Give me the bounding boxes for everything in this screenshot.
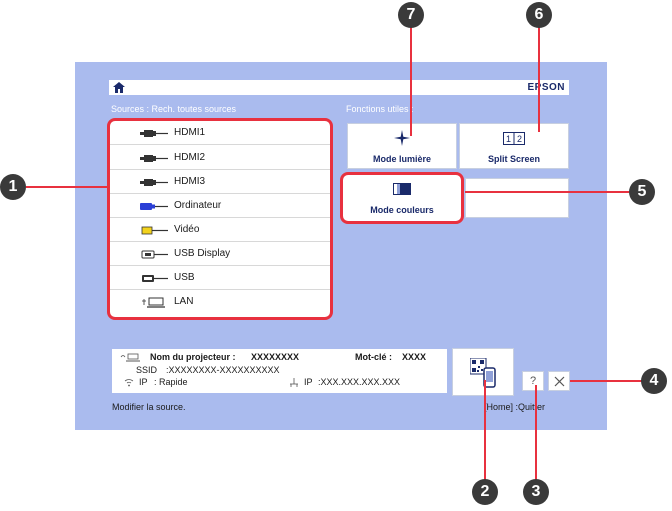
source-label: HDMI3 — [174, 176, 206, 187]
functions-heading: Fonctions utiles : — [346, 104, 414, 114]
hdmi-icon — [140, 155, 168, 162]
callout-5: 5 — [629, 179, 655, 205]
source-item-hdmi3[interactable]: HDMI3 — [110, 170, 330, 194]
callout-leader-1 — [26, 186, 108, 188]
usb-icon — [142, 275, 168, 282]
keyword-label: Mot-clé : — [355, 352, 392, 362]
empty-tile — [465, 178, 569, 218]
status-hint: Modifier la source. — [112, 402, 186, 412]
status-exit-hint: [Home] :Quitter — [484, 402, 546, 412]
help-button[interactable]: ? — [522, 371, 544, 391]
hdmi-icon — [140, 130, 168, 137]
network-info-panel: Nom du projecteur : XXXXXXXX Mot-clé : X… — [112, 349, 447, 393]
wifi-ip-value: : Rapide — [154, 377, 188, 387]
callout-leader-7 — [410, 26, 412, 136]
source-item-hdmi2[interactable]: HDMI2 — [110, 146, 330, 170]
mode-lumiere-label: Mode lumière — [372, 154, 431, 164]
sources-heading: Sources : Rech. toutes sources — [111, 104, 237, 114]
callout-2: 2 — [472, 479, 498, 505]
callout-leader-3 — [535, 385, 537, 483]
callout-leader-5 — [465, 191, 629, 193]
source-item-usb[interactable]: USB — [110, 266, 330, 290]
callout-leader-2 — [484, 380, 486, 481]
callout-7: 7 — [398, 2, 424, 28]
source-item-usb-display[interactable]: USB Display — [110, 242, 330, 266]
ssid-value: :XXXXXXXX-XXXXXXXXXX — [166, 365, 280, 375]
callout-3: 3 — [523, 479, 549, 505]
split-screen-button[interactable]: 1 2 Split Screen — [459, 123, 569, 169]
mode-couleurs-label: Mode couleurs — [370, 205, 434, 215]
lan-icon — [142, 297, 165, 308]
wireless-lan-icon — [120, 353, 140, 362]
source-item-ordinateur[interactable]: Ordinateur — [110, 194, 330, 218]
callout-leader-4 — [570, 380, 642, 382]
source-label: Ordinateur — [174, 200, 222, 211]
projector-name-label: Nom du projecteur : — [150, 352, 236, 362]
split-screen-icon: 1 2 — [503, 132, 525, 145]
mode-lumiere-button[interactable]: Mode lumière — [347, 123, 457, 169]
source-label: USB — [174, 272, 195, 283]
source-item-video[interactable]: Vidéo — [110, 218, 330, 242]
qr-code-button[interactable] — [452, 348, 514, 396]
source-label: HDMI1 — [174, 127, 206, 138]
source-label: HDMI2 — [174, 152, 206, 163]
video-cable-icon — [141, 226, 168, 235]
color-mode-icon — [393, 183, 411, 195]
wired-lan-icon — [290, 378, 298, 387]
wired-ip-label: IP — [304, 377, 313, 387]
source-item-lan[interactable]: LAN — [110, 290, 330, 314]
computer-cable-icon — [140, 203, 168, 210]
source-label: Vidéo — [174, 224, 200, 235]
svg-text:2: 2 — [517, 134, 522, 144]
source-item-hdmi1[interactable]: HDMI1 — [110, 121, 330, 145]
home-icon[interactable] — [113, 82, 125, 93]
wifi-icon — [124, 379, 134, 387]
callout-leader-6 — [538, 26, 540, 132]
wired-ip-value: :XXX.XXX.XXX.XXX — [318, 377, 401, 387]
keyword-value: XXXX — [402, 352, 427, 362]
usb-display-icon — [141, 250, 168, 259]
svg-text:1: 1 — [506, 134, 511, 144]
title-bar: EPSON — [109, 80, 569, 95]
callout-1: 1 — [0, 174, 26, 200]
wifi-ip-label: IP — [139, 377, 148, 387]
projector-name-value: XXXXXXXX — [251, 352, 300, 362]
brand-logo: EPSON — [527, 82, 565, 93]
qr-code-icon — [470, 358, 496, 388]
source-list: HDMI1 HDMI2 HDMI3 Ordinateur Vidéo USB D… — [107, 118, 333, 320]
split-screen-label: Split Screen — [487, 154, 541, 164]
mode-couleurs-button[interactable]: Mode couleurs — [340, 172, 464, 224]
sparkle-icon — [394, 130, 410, 146]
callout-4: 4 — [641, 368, 667, 394]
source-label: USB Display — [174, 248, 231, 259]
source-label: LAN — [174, 296, 194, 307]
callout-6: 6 — [526, 2, 552, 28]
ssid-label: SSID — [136, 365, 158, 375]
close-button[interactable] — [548, 371, 570, 391]
hdmi-icon — [140, 179, 168, 186]
close-icon — [554, 376, 565, 387]
